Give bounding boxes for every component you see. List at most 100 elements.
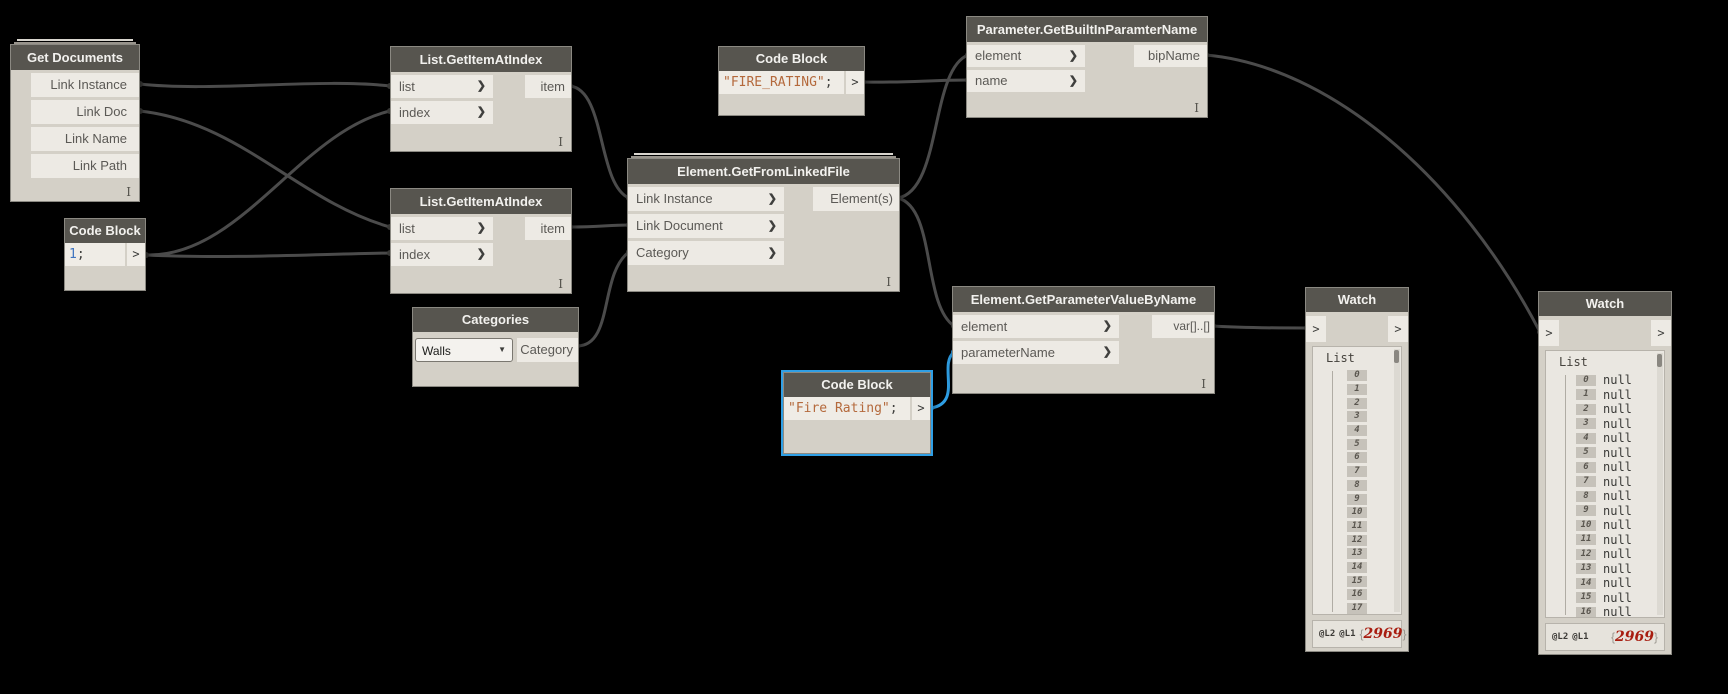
node-header[interactable]: List.GetItemAtIndex — [391, 189, 571, 214]
wire-linkinstance-to-list1[interactable] — [138, 81, 392, 89]
lacing-indicator[interactable]: I — [558, 277, 563, 291]
node-element-getparametervaluebyname[interactable]: Element.GetParameterValueByName element … — [952, 286, 1215, 394]
output-port[interactable]: item — [525, 75, 571, 98]
list-index: 8 — [1576, 490, 1596, 502]
node-list-getitematindex-2[interactable]: List.GetItemAtIndex list ❯ index ❯ item … — [390, 188, 572, 294]
lacing-indicator[interactable]: I — [558, 135, 563, 149]
list-item: 2 null — [1546, 402, 1664, 417]
wire-linkdoc-to-list2[interactable] — [138, 109, 392, 229]
node-header[interactable]: Element.GetParameterValueByName — [953, 287, 1214, 312]
node-header[interactable]: Categories — [413, 308, 578, 332]
node-code-block-fire-rating-caps[interactable]: Code Block "FIRE_RATING"; > — [718, 46, 865, 116]
output-port[interactable]: Link Doc — [31, 100, 139, 124]
watch-list-area[interactable]: List 0 1 2 3 4 — [1312, 346, 1402, 615]
output-port[interactable]: Element(s) — [813, 187, 899, 211]
node-element-getfromlinkedfile[interactable]: Element.GetFromLinkedFile Link Instance … — [627, 153, 900, 292]
node-get-documents[interactable]: Get Documents Link Instance Link Doc Lin… — [10, 39, 140, 202]
output-port[interactable]: var[]..[] — [1152, 315, 1214, 338]
input-port[interactable]: list ❯ — [391, 75, 493, 98]
input-port[interactable]: list ❯ — [391, 217, 493, 240]
level-l1-button[interactable]: @L1 — [1339, 629, 1356, 639]
input-port[interactable]: Link Instance ❯ — [628, 187, 784, 211]
wire-codeblock1-to-list2-index[interactable] — [144, 251, 392, 259]
scrollbar-thumb[interactable] — [1394, 350, 1399, 363]
node-code-block-index[interactable]: Code Block 1; > — [64, 218, 146, 291]
output-port[interactable]: item — [525, 217, 571, 240]
node-header[interactable]: Get Documents — [11, 45, 139, 70]
level-l1-button[interactable]: @L1 — [1572, 632, 1589, 642]
code-block-editor[interactable]: "Fire Rating"; — [784, 397, 910, 420]
wire-codeblock1-to-list1-index[interactable] — [144, 109, 392, 257]
list-item: 11 null — [1546, 533, 1664, 548]
wire-category-to-element[interactable] — [575, 250, 631, 348]
node-watch-1[interactable]: Watch > > List 0 1 2 3 — [1305, 287, 1409, 652]
wire-firerating-to-parametername-selected[interactable] — [929, 350, 956, 410]
stacked-node-edge — [17, 39, 133, 41]
lacing-indicator[interactable]: I — [126, 185, 131, 199]
scrollbar-thumb[interactable] — [1657, 354, 1662, 367]
wire-item2-to-linkdocument[interactable] — [568, 223, 631, 229]
output-port[interactable]: > — [1651, 320, 1671, 346]
input-port[interactable]: element ❯ — [967, 45, 1085, 67]
input-port[interactable]: index ❯ — [391, 101, 493, 124]
node-header[interactable]: Code Block — [719, 47, 864, 71]
output-port[interactable]: > — [846, 71, 864, 94]
output-port[interactable]: bipName — [1134, 45, 1207, 67]
list-value: null — [1603, 605, 1632, 618]
level-l2-button[interactable]: @L2 — [1319, 629, 1336, 639]
output-port[interactable]: > — [1388, 316, 1408, 342]
node-code-block-fire-rating-selected[interactable]: Code Block "Fire Rating"; > — [781, 370, 933, 456]
level-l2-button[interactable]: @L2 — [1552, 632, 1569, 642]
node-categories[interactable]: Categories Walls ▼ Category — [412, 307, 579, 387]
input-port[interactable]: Link Document ❯ — [628, 214, 784, 238]
lacing-indicator[interactable]: I — [1194, 101, 1199, 115]
output-port[interactable]: > — [127, 243, 145, 266]
lacing-indicator[interactable]: I — [1201, 377, 1206, 391]
input-port[interactable]: element ❯ — [953, 315, 1119, 338]
output-port[interactable]: > — [912, 397, 930, 420]
wire-item1-to-linkinstance[interactable] — [568, 84, 631, 200]
chevron-right-icon: ❯ — [767, 193, 777, 205]
node-watch-2[interactable]: Watch > > List 0 null 1 null 2 null 3 nu… — [1538, 291, 1672, 655]
categories-dropdown[interactable]: Walls ▼ — [415, 338, 513, 362]
output-port[interactable]: Link Name — [31, 127, 139, 151]
port-label: list — [399, 79, 415, 94]
wire-elements-to-parameter-element[interactable] — [896, 53, 970, 200]
input-port[interactable]: Category ❯ — [628, 241, 784, 265]
scrollbar[interactable] — [1657, 353, 1663, 615]
node-header[interactable]: Watch — [1539, 292, 1671, 316]
node-parameter-getbuiltinparamtername[interactable]: Parameter.GetBuiltInParamterName element… — [966, 16, 1208, 118]
node-header[interactable]: Code Block — [784, 373, 930, 397]
list-index: 0 — [1576, 374, 1596, 386]
input-port[interactable]: index ❯ — [391, 243, 493, 266]
node-list-getitematindex-1[interactable]: List.GetItemAtIndex list ❯ index ❯ item … — [390, 46, 572, 152]
input-port-list: element ❯ parameterName ❯ — [953, 312, 1214, 364]
wire-fireratingcaps-to-name[interactable] — [861, 78, 970, 84]
wire-bipname-to-watch2[interactable] — [1204, 53, 1542, 334]
output-port[interactable]: Link Instance — [31, 73, 139, 97]
node-header[interactable]: Parameter.GetBuiltInParamterName — [967, 17, 1207, 42]
port-label: bipName — [1147, 48, 1200, 63]
node-header[interactable]: Watch — [1306, 288, 1408, 312]
code-block-editor[interactable]: "FIRE_RATING"; — [719, 71, 844, 94]
node-header[interactable]: Code Block — [65, 219, 145, 243]
input-port[interactable]: > — [1539, 320, 1559, 346]
list-item: 4 — [1313, 424, 1401, 438]
lacing-indicator[interactable]: I — [886, 275, 891, 289]
output-port[interactable]: Category — [517, 338, 578, 362]
watch-list-area[interactable]: List 0 null 1 null 2 null 3 null 4 — [1545, 350, 1665, 618]
input-port[interactable]: name ❯ — [967, 70, 1085, 92]
node-header[interactable]: List.GetItemAtIndex — [391, 47, 571, 72]
wire-var-to-watch1[interactable] — [1211, 324, 1309, 330]
chevron-right-icon: ❯ — [476, 80, 486, 92]
list-index: 4 — [1576, 432, 1596, 444]
input-port[interactable]: > — [1306, 316, 1326, 342]
code-block-editor[interactable]: 1; — [65, 243, 125, 266]
output-port[interactable]: Link Path — [31, 154, 139, 178]
node-header[interactable]: Element.GetFromLinkedFile — [628, 159, 899, 184]
wire-elements-to-getparam-element[interactable] — [896, 196, 956, 328]
scrollbar[interactable] — [1394, 349, 1400, 612]
input-port[interactable]: parameterName ❯ — [953, 341, 1119, 364]
list-item: 16 — [1313, 588, 1401, 602]
